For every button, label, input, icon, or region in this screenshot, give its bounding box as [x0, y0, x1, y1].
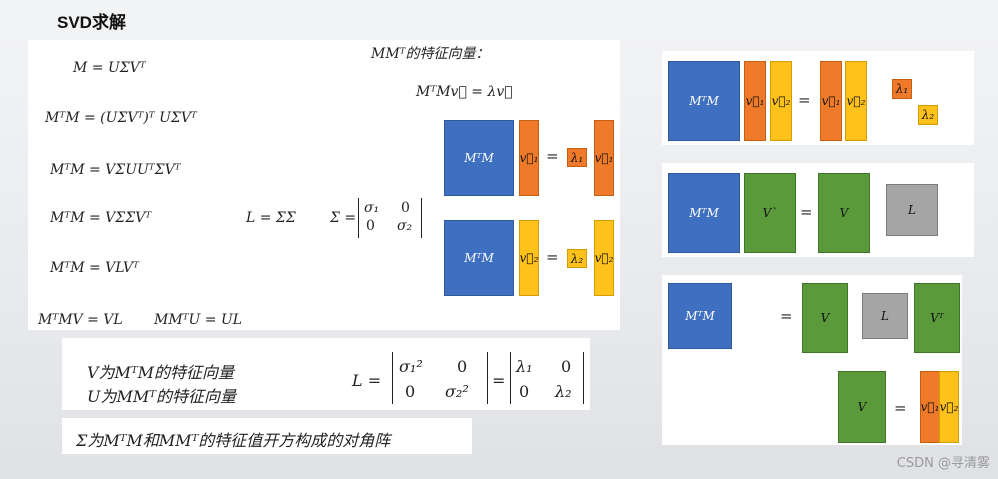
sigma-label: Σ = [330, 210, 357, 226]
u-eigen-statement: U为MMᵀ的特征向量 [87, 387, 236, 406]
equation-4: MᵀM = VΣΣVᵀ [50, 210, 152, 226]
equation-7: MMᵀU = UL [154, 312, 243, 328]
v1-result-block: v⃗₁ [594, 120, 614, 196]
rp2-equals: = [800, 203, 813, 221]
eigen-summary-panel: V为MᵀM的特征向量 U为MMᵀ的特征向量 L = σ₁² 0 0 σ₂² = … [62, 338, 590, 410]
L-lambda-a12: 0 [561, 357, 572, 376]
v2-block-row2: v⃗₂ [519, 220, 539, 296]
sigma-matrix-a11: σ₁ [364, 200, 380, 216]
rp2-v-block: V [818, 173, 870, 253]
diagonal-note: Σ为MᵀM和MMᵀ的特征值开方构成的对角阵 [76, 431, 391, 450]
v1-block-row1: v⃗₁ [519, 120, 539, 196]
equation-3: MᵀM = VΣUUᵀΣVᵀ [50, 162, 181, 178]
rp1-v1-block: v⃗₁ [744, 61, 766, 141]
lambda1-block: λ₁ [567, 148, 587, 167]
sigma-matrix: σ₁ 0 0 σ₂ [358, 198, 422, 238]
rp3-equals: = [780, 307, 793, 325]
equals-row1: = [546, 147, 559, 165]
sigma-matrix-a21: 0 [366, 218, 375, 234]
L-sigma-a21: 0 [405, 382, 416, 401]
eigen-equation: MᵀMv⃗ = λv⃗ [416, 84, 513, 100]
lambda2-block: λ₂ [567, 249, 587, 268]
L-sigma-a11: σ₁² [399, 357, 423, 376]
L-label: L = [352, 371, 382, 390]
L-sigma-a12: 0 [457, 357, 468, 376]
rp2-mtm-block: MᵀM [668, 173, 740, 253]
eigen-header: MMᵀ的特征向量： [371, 46, 490, 62]
sigma-matrix-a12: 0 [401, 200, 410, 216]
rp1-equals: = [798, 91, 811, 109]
diagonal-note-panel: Σ为MᵀM和MMᵀ的特征值开方构成的对角阵 [62, 418, 472, 454]
rp3-equals-bottom: = [894, 399, 907, 417]
rp3-v-bottom-block: V [838, 371, 886, 443]
rp1-mtm-block: MᵀM [668, 61, 740, 141]
equation-1: M = UΣVᵀ [73, 60, 146, 76]
rp3-mtm-block: MᵀM [668, 283, 732, 349]
rp3-vt-block: Vᵀ [914, 283, 960, 353]
rp1-lambda1-block: λ₁ [892, 79, 912, 99]
rp1-lambda2-block: λ₂ [918, 105, 938, 125]
derivation-panel: M = UΣVᵀ MᵀM = (UΣVᵀ)ᵀ UΣVᵀ MᵀM = VΣUUᵀΣ… [28, 40, 620, 330]
rp3-v1-bottom-block: v⃗₁ [920, 371, 940, 443]
L-lambda-a21: 0 [519, 382, 530, 401]
rp2-L-block: L [886, 184, 938, 236]
mtm-block-row2: MᵀM [444, 220, 514, 296]
rp1-v2-block: v⃗₂ [770, 61, 792, 141]
slide-title: SVD求解 [57, 13, 126, 32]
rp3-v2-bottom-block: v⃗₂ [939, 371, 959, 443]
right-panel-eigen-pairs: MᵀM v⃗₁ v⃗₂ = v⃗₁ v⃗₂ λ₁ λ₂ [662, 51, 974, 145]
equation-6: MᵀMV = VL [38, 312, 123, 328]
rp2-vprime-block: V` [744, 173, 796, 253]
v-eigen-statement: V为MᵀM的特征向量 [87, 363, 235, 382]
v2-result-block: v⃗₂ [594, 220, 614, 296]
rp1-v1-result-block: v⃗₁ [820, 61, 842, 141]
L-matrix-sigma: σ₁² 0 0 σ₂² [392, 352, 488, 404]
rp3-L-block: L [862, 293, 908, 339]
right-panel-v-prime: MᵀM V` = V L [662, 163, 974, 257]
rp3-v-block: V [802, 283, 848, 353]
rp1-v2-result-block: v⃗₂ [845, 61, 867, 141]
right-panel-decomposition: MᵀM = V L Vᵀ V = v⃗₁ v⃗₂ [662, 275, 962, 445]
equation-5: MᵀM = VLVᵀ [50, 260, 139, 276]
watermark: CSDN @寻清雾 [896, 456, 990, 471]
L-matrix-lambda: λ₁ 0 0 λ₂ [510, 352, 584, 404]
L-lambda-a22: λ₂ [555, 382, 572, 401]
equation-L: L = ΣΣ [246, 210, 296, 226]
L-equals: = [492, 371, 506, 390]
mtm-block-row1: MᵀM [444, 120, 514, 196]
equals-row2: = [546, 248, 559, 266]
sigma-matrix-a22: σ₂ [397, 218, 413, 234]
equation-2: MᵀM = (UΣVᵀ)ᵀ UΣVᵀ [45, 110, 197, 126]
L-sigma-a22: σ₂² [445, 382, 469, 401]
L-lambda-a11: λ₁ [516, 357, 533, 376]
